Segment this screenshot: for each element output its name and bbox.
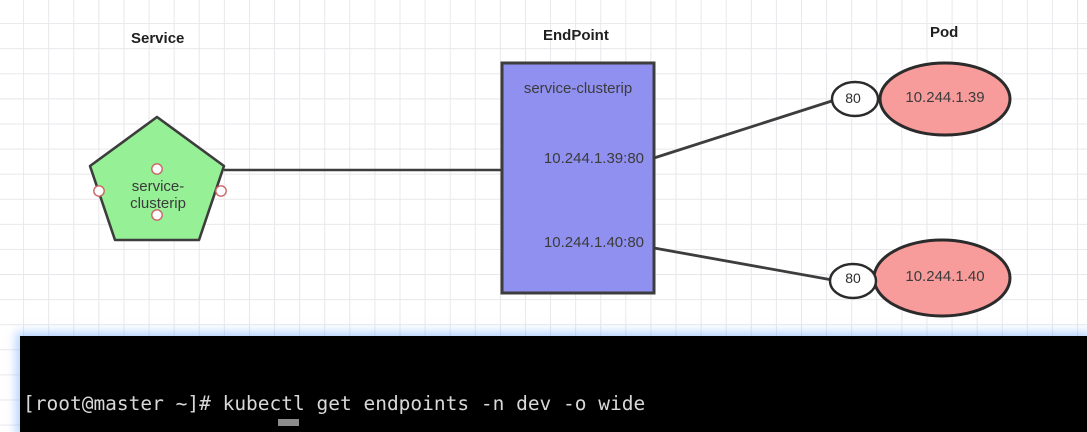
pod-node-shape-2[interactable] bbox=[872, 238, 1012, 318]
pod-port-badge-2[interactable] bbox=[828, 262, 878, 300]
k8s-service-endpoint-pod-diagram bbox=[88, 61, 1012, 318]
endpoint-node-shape[interactable] bbox=[500, 61, 656, 295]
group-title-pod: Pod bbox=[930, 24, 959, 41]
terminal-prompt-line: [root@master ~]# kubectl get endpoints -… bbox=[23, 392, 646, 415]
handle-left[interactable] bbox=[93, 185, 105, 197]
connector-endpoint2-to-pod2 bbox=[653, 246, 839, 283]
connector-endpoint1-to-pod1 bbox=[653, 97, 839, 160]
terminal-window[interactable]: [root@master ~]# kubectl get endpoints -… bbox=[20, 336, 1087, 432]
group-title-service: Service bbox=[131, 30, 185, 47]
pod-node-shape-1[interactable] bbox=[878, 61, 1012, 137]
handle-right[interactable] bbox=[215, 185, 227, 197]
group-title-endpoint: EndPoint bbox=[543, 27, 609, 44]
pod-port-badge-1[interactable] bbox=[830, 80, 880, 118]
terminal-cursor bbox=[278, 419, 299, 426]
service-node-shape[interactable] bbox=[88, 115, 226, 242]
handle-bottom[interactable] bbox=[151, 209, 163, 221]
handle-top[interactable] bbox=[151, 163, 163, 175]
